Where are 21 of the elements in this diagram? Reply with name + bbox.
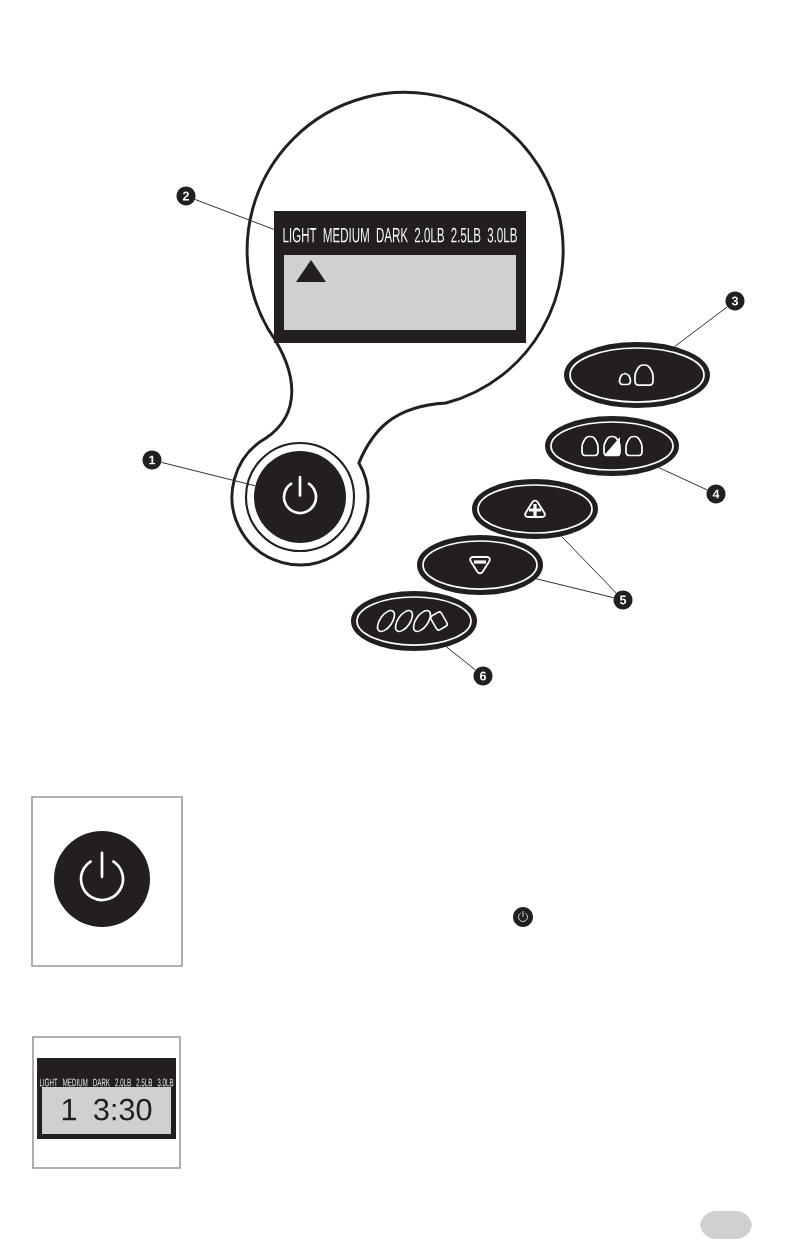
leader-line	[535, 578, 614, 599]
callout-number: 5	[613, 590, 633, 610]
leader-line	[161, 461, 256, 487]
lcd-display: LIGHT MEDIUM DARK 2.0LB 2.5LB 3.0LB	[274, 211, 526, 343]
control-button	[351, 591, 477, 651]
leader-line	[445, 646, 476, 671]
callout-number: 2	[176, 186, 196, 206]
control-button	[417, 535, 543, 595]
callout-number: 3	[725, 291, 745, 311]
lcd-display: LIGHT MEDIUM DARK 2.0LB 2.5LB 3.0LB 1 3:30	[37, 1058, 176, 1139]
callout-number: 4	[706, 484, 726, 504]
leader-line	[194, 199, 275, 230]
control-button	[564, 342, 710, 408]
control-button	[472, 479, 598, 539]
leader-line	[658, 467, 708, 491]
callout-number: 6	[473, 666, 493, 686]
leader-line	[674, 306, 728, 348]
control-button	[545, 416, 679, 476]
leader-line	[560, 535, 617, 594]
power-button	[254, 451, 346, 543]
callout-number: 1	[142, 450, 162, 470]
